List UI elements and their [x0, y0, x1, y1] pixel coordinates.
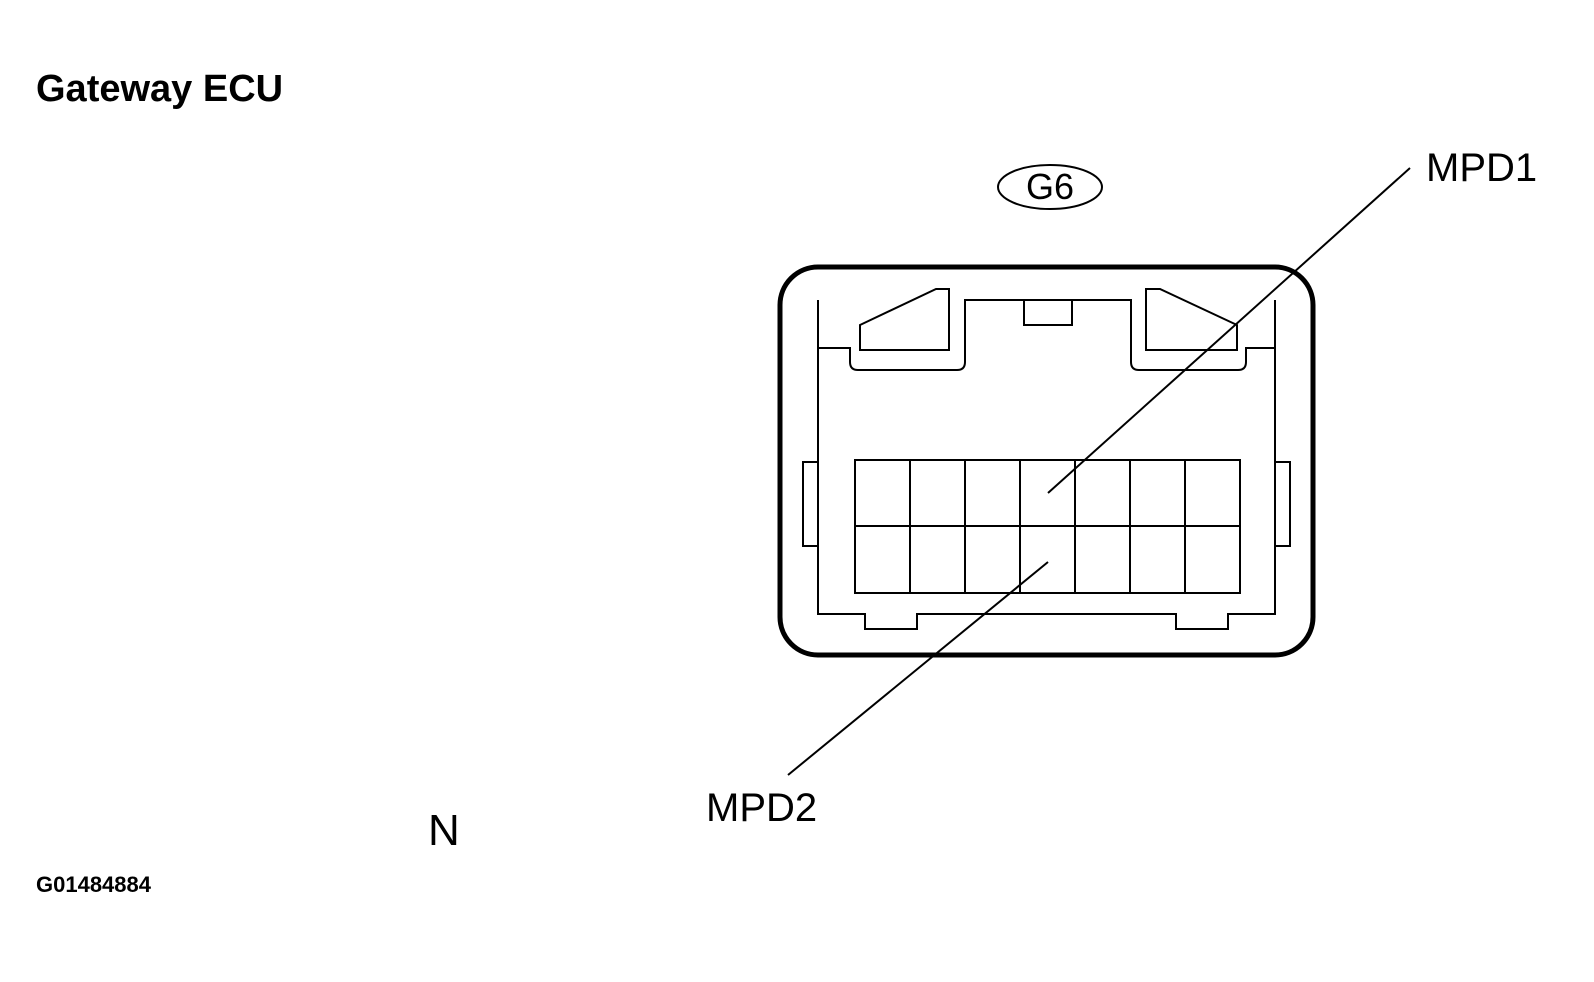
connector-code: G6	[1025, 166, 1075, 207]
pin-label-mpd1: MPD1	[1426, 146, 1538, 190]
orientation-mark: N	[428, 806, 460, 855]
right-side-tab	[1274, 461, 1291, 547]
right-lock-wedge	[1145, 288, 1238, 351]
figure-id: G01484884	[36, 872, 151, 897]
left-side-tab	[802, 461, 819, 547]
connector-housing-outer	[777, 264, 1316, 658]
pin-label-mpd2: MPD2	[706, 786, 818, 830]
connector-code-oval	[997, 164, 1103, 210]
mpd1-leader-line	[1047, 167, 1411, 494]
diagram-title: Gateway ECU	[36, 68, 284, 110]
key-notch	[1023, 299, 1073, 326]
left-lock-wedge	[859, 288, 950, 351]
connector-housing-inner	[817, 300, 1276, 630]
mpd2-leader-line	[787, 561, 1049, 776]
pin-grid	[854, 459, 1241, 594]
